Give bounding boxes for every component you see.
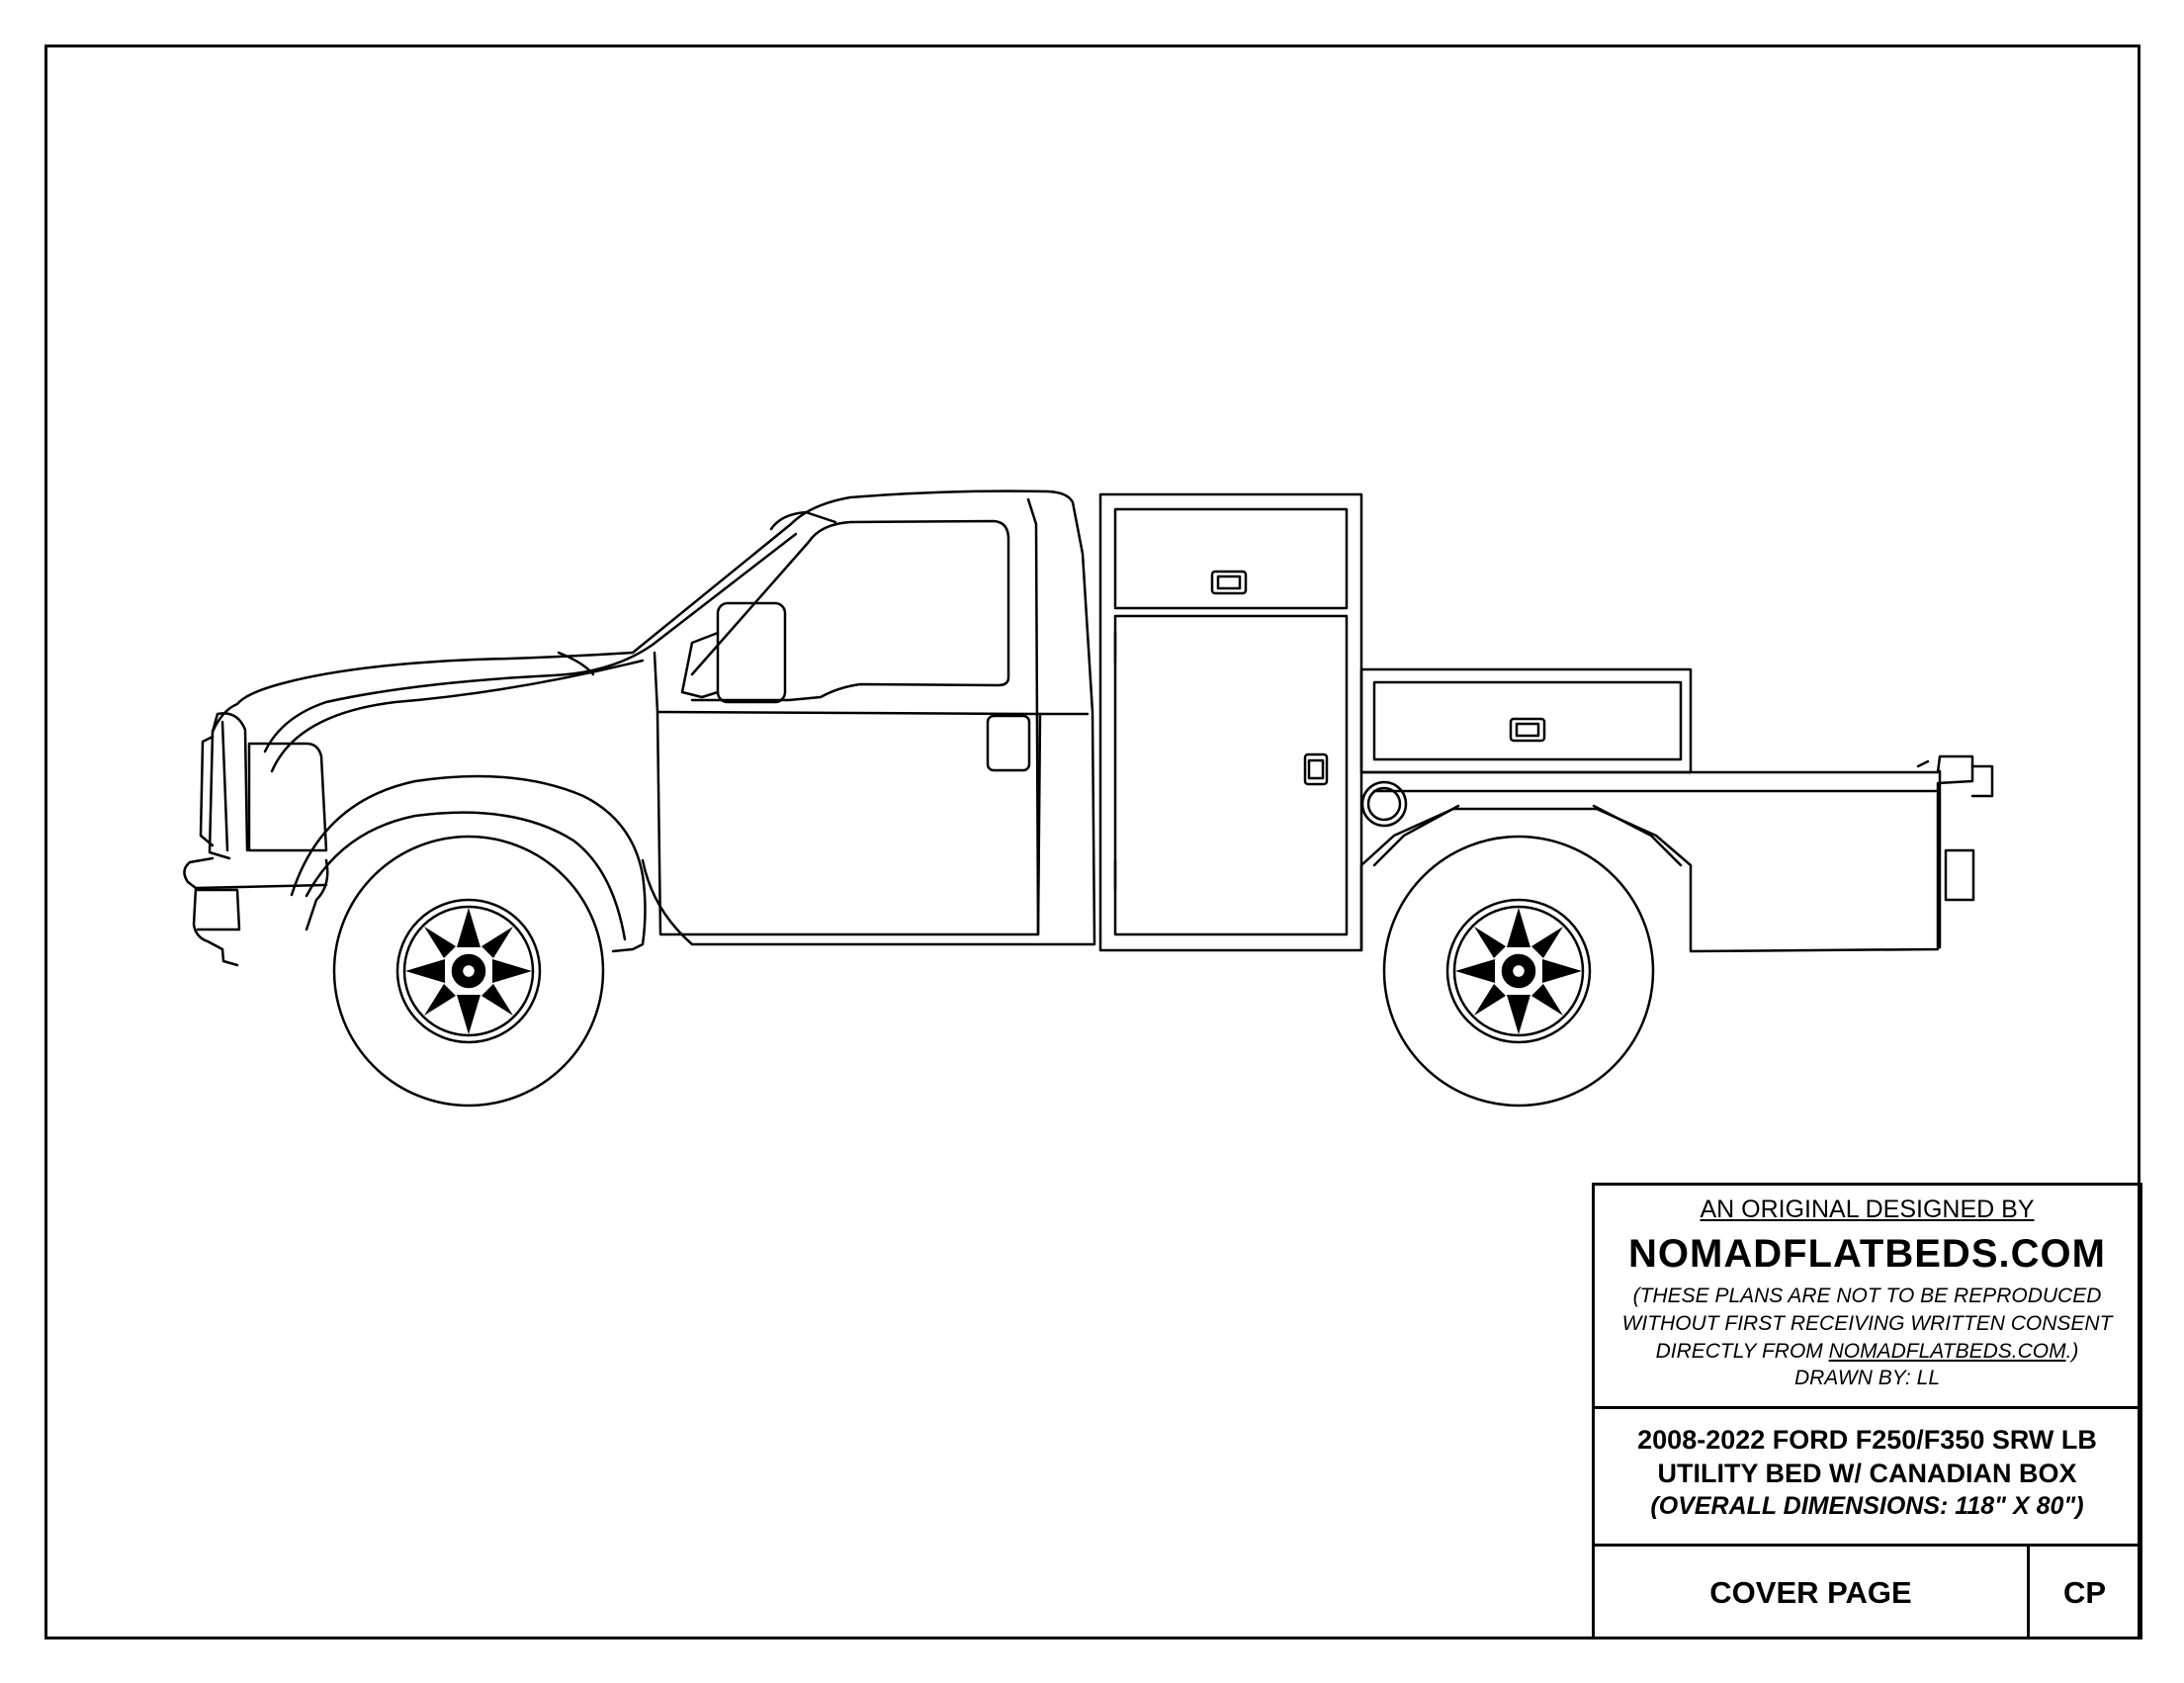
title-block-page: COVER PAGE CP — [1595, 1547, 2140, 1639]
notice-line-3: DIRECTLY FROM NOMADFLATBEDS.COM.) — [1595, 1338, 2140, 1366]
site-name: NOMADFLATBEDS.COM — [1628, 1232, 2106, 1276]
notice-line-3-prefix: DIRECTLY FROM — [1655, 1340, 1829, 1363]
latch-icon — [1210, 570, 1248, 595]
model-line-2: UTILITY BED W/ CANADIAN BOX — [1657, 1459, 2077, 1488]
page-code: CP — [2062, 1575, 2107, 1610]
notice-line-2: WITHOUT FIRST RECEIVING WRITTEN CONSENT — [1621, 1312, 2113, 1335]
copyright-notice: (THESE PLANS ARE NOT TO BE REPRODUCED WI… — [1595, 1283, 2140, 1366]
page-label: COVER PAGE — [1595, 1547, 2030, 1639]
side-mirror — [716, 601, 787, 704]
headlight — [247, 742, 328, 852]
latch-icon — [1509, 717, 1546, 743]
latch-icon — [1303, 753, 1329, 786]
canadian-box-upper-door — [1113, 507, 1349, 610]
notice-line-1: (THESE PLANS ARE NOT TO BE REPRODUCED — [1632, 1284, 2102, 1307]
toolbox-lid — [1372, 680, 1683, 761]
overall-dimensions: (OVERALL DIMENSIONS: 118" X 80") — [1650, 1492, 2084, 1520]
model-line-1: 2008-2022 FORD F250/F350 SRW LB — [1637, 1425, 2097, 1455]
drawing-sheet-border — [44, 44, 2140, 1639]
front-wheel — [332, 835, 605, 1107]
title-block-credits: AN ORIGINAL DESIGNED BY NOMADFLATBEDS.CO… — [1595, 1186, 2140, 1409]
site-link[interactable]: NOMADFLATBEDS.COM — [1828, 1340, 2066, 1363]
fuel-filler — [1360, 780, 1408, 828]
canadian-box-lower-door — [1113, 614, 1349, 936]
flatbed-body — [1359, 754, 1994, 953]
truck-cab — [631, 489, 1096, 946]
door-handle — [986, 714, 1031, 772]
side-toolbox — [1359, 667, 1693, 774]
title-block: AN ORIGINAL DESIGNED BY NOMADFLATBEDS.CO… — [1592, 1183, 2142, 1639]
truck-front-end — [183, 643, 655, 967]
designed-by-label: AN ORIGINAL DESIGNED BY — [1700, 1196, 2035, 1223]
title-block-model: 2008-2022 FORD F250/F350 SRW LB UTILITY … — [1595, 1409, 2140, 1547]
rear-wheel — [1382, 835, 1655, 1107]
notice-line-3-suffix: .) — [2065, 1340, 2079, 1363]
drawn-by: DRAWN BY: LL — [1793, 1367, 1941, 1389]
tail-light — [1944, 848, 1975, 902]
canadian-box — [1098, 492, 1363, 952]
